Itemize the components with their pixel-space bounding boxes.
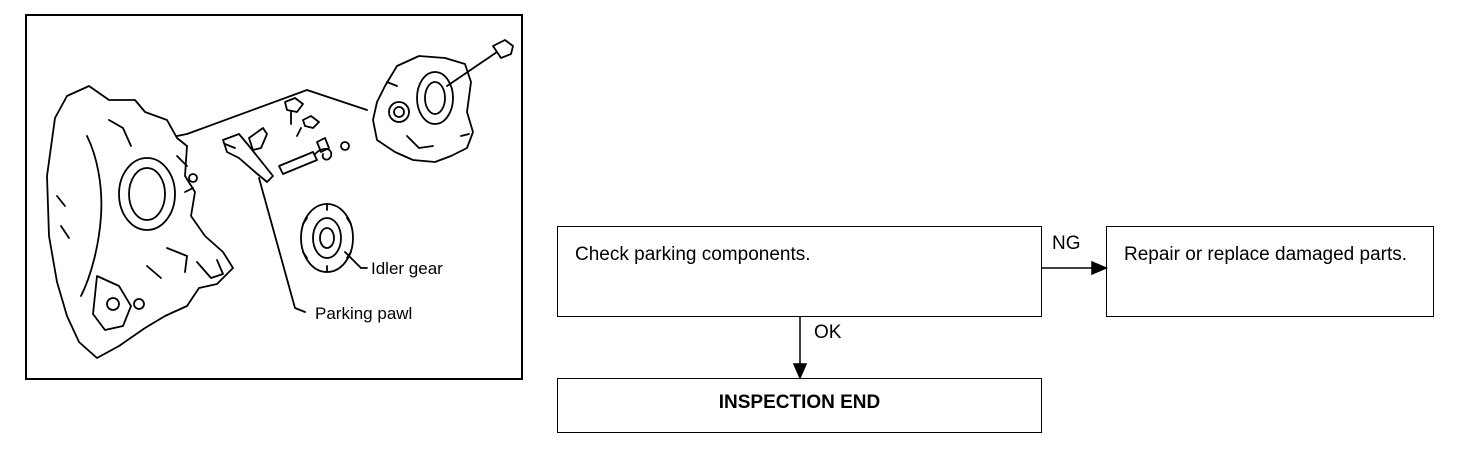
parking-pawl-label: Parking pawl xyxy=(315,304,413,323)
repair-step-box: Repair or replace damaged parts. xyxy=(1106,226,1434,317)
end-step-text: INSPECTION END xyxy=(718,392,881,413)
check-step-text: Check parking components. xyxy=(575,244,811,265)
idler-gear-label: Idler gear xyxy=(371,259,443,278)
transmission-case xyxy=(46,85,234,359)
ok-arrowhead xyxy=(792,363,808,380)
parking-components-drawing xyxy=(46,39,514,359)
idler-gear-part xyxy=(300,203,354,273)
parking-pawl-part xyxy=(222,133,274,183)
transmission-illustration: Idler gear Parking pawl xyxy=(25,14,523,380)
end-step-box: INSPECTION END xyxy=(557,378,1042,433)
pawl-shaft xyxy=(278,151,318,175)
repair-step-text: Repair or replace damaged parts. xyxy=(1124,244,1408,265)
case-cover xyxy=(372,55,474,163)
ng-label: NG xyxy=(1052,233,1081,254)
ok-label: OK xyxy=(814,322,842,343)
check-step-box: Check parking components. xyxy=(557,226,1042,317)
case-bore xyxy=(118,157,176,231)
assembly-line xyxy=(186,89,368,135)
ng-arrowhead xyxy=(1091,260,1108,276)
cover-bolt xyxy=(446,51,498,87)
